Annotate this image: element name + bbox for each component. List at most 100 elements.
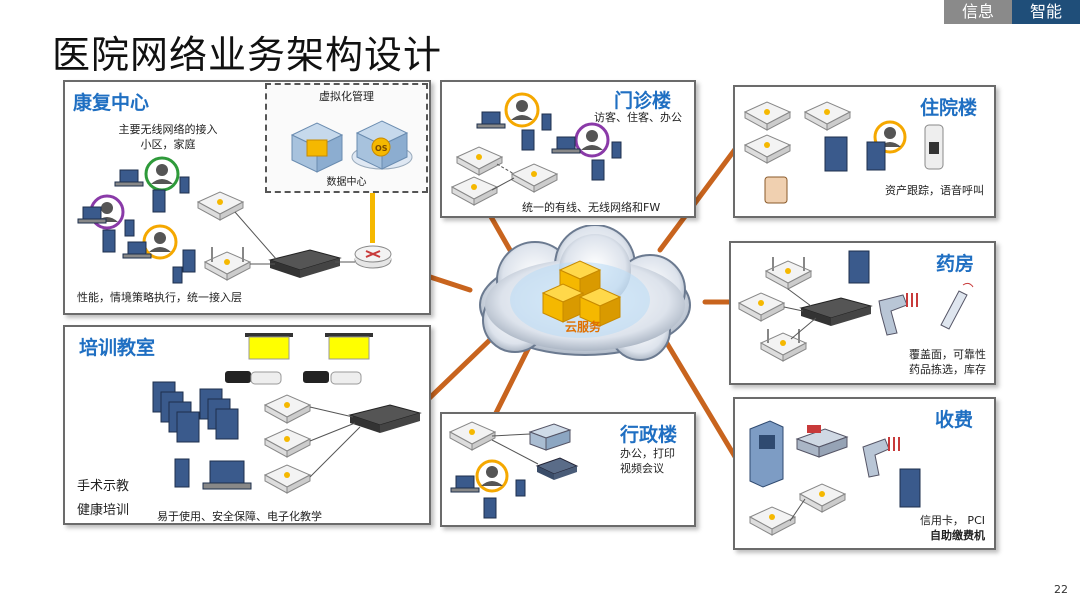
admin-desc-line2: 视频会议 bbox=[620, 462, 664, 475]
billing-desc: 信用卡， PCI 自助缴费机 bbox=[865, 513, 985, 543]
panel-outpatient: 门诊楼 访客、住客、办公 统一的有线、无线网络和FW bbox=[440, 80, 696, 218]
panel-rehab-center: 康复中心 主要无线网络的接入 小区，家庭 性能，情境策略执行，统一接入层 bbox=[63, 80, 431, 315]
link-admin bbox=[487, 342, 533, 428]
rehab-desc-line2: 小区，家庭 bbox=[140, 138, 196, 151]
tablet-icon bbox=[152, 189, 166, 213]
projector-screen-icon bbox=[325, 333, 373, 360]
virtualization-box: 虚拟化管理 数据中心 OS bbox=[265, 83, 428, 193]
cloud-label: 云服务 bbox=[565, 320, 602, 334]
access-point-icon bbox=[196, 191, 245, 221]
datacenter-link bbox=[370, 193, 375, 243]
panel-billing: 收费 信用卡， PCI 自助缴费机 bbox=[733, 397, 996, 550]
laptop-icon bbox=[556, 136, 576, 150]
training-devices bbox=[152, 333, 422, 494]
admin-desc: 办公，打印 视频会议 bbox=[620, 446, 675, 476]
barcode-scanner-icon bbox=[878, 293, 918, 336]
outpatient-desc: 访客、住客、办公 bbox=[594, 111, 682, 124]
phone-icon bbox=[611, 141, 622, 159]
tablet-icon bbox=[899, 468, 921, 508]
outpatient-bottom-text: 统一的有线、无线网络和FW bbox=[522, 201, 661, 214]
rehab-devices bbox=[77, 156, 392, 284]
laptop-icon bbox=[127, 241, 147, 255]
pharmacy-desc-line2: 药品拣选，库存 bbox=[909, 363, 986, 376]
media-box-icon bbox=[303, 371, 329, 383]
pharmacy-devices bbox=[737, 250, 974, 362]
access-point-icon bbox=[743, 134, 792, 164]
tablet-icon bbox=[591, 159, 605, 181]
data-center-label: 数据中心 bbox=[326, 177, 367, 188]
tablet-icon bbox=[521, 129, 535, 151]
link-inpatient bbox=[657, 137, 745, 253]
tag-smart[interactable]: 智能 bbox=[1011, 0, 1080, 24]
rehab-desc: 主要无线网络的接入 小区，家庭 bbox=[93, 122, 243, 152]
virtual-title: 虚拟化管理 bbox=[319, 90, 374, 103]
phone-icon bbox=[541, 113, 552, 131]
virtual-server-icon bbox=[290, 122, 344, 173]
phone-icon bbox=[124, 219, 135, 237]
projector-icon bbox=[330, 371, 362, 385]
phone-icon bbox=[179, 176, 190, 194]
panel-rehab-title: 康复中心 bbox=[73, 92, 150, 114]
pharmacy-desc-line1: 覆盖面，可靠性 bbox=[909, 348, 986, 361]
billing-desc-line1: 信用卡， PCI bbox=[919, 514, 985, 527]
os-cloud-icon bbox=[351, 120, 413, 170]
panel-inpatient-title: 住院楼 bbox=[920, 97, 978, 119]
media-box-icon bbox=[225, 371, 251, 383]
panel-training: 培训教室 手术示教 健康培训 易于使用、安全保障、电子化教学 bbox=[63, 325, 431, 525]
network-switch-icon bbox=[268, 249, 342, 278]
tablet-icon bbox=[215, 408, 239, 440]
inpatient-desc: 资产跟踪，语音呼叫 bbox=[885, 184, 984, 197]
panel-inpatient: 住院楼 资产跟踪，语音呼叫 bbox=[733, 85, 996, 218]
inpatient-devices bbox=[743, 101, 944, 204]
pos-terminal-icon bbox=[795, 425, 849, 458]
cloud-services bbox=[479, 225, 691, 361]
phone-icon bbox=[515, 479, 526, 497]
access-point-icon bbox=[450, 176, 499, 206]
access-point-icon bbox=[263, 464, 312, 494]
tag-info[interactable]: 信息 bbox=[943, 0, 1012, 24]
access-point-icon bbox=[263, 428, 312, 458]
user-avatar-icon bbox=[142, 224, 178, 260]
panel-admin-title: 行政楼 bbox=[620, 424, 678, 446]
pharmacy-desc: 覆盖面，可靠性 药品拣选，库存 bbox=[861, 347, 986, 377]
outpatient-devices bbox=[450, 92, 622, 206]
phone-icon bbox=[172, 266, 183, 284]
laptop-icon bbox=[82, 206, 102, 220]
training-desc-line2: 健康培训 bbox=[77, 503, 130, 518]
tablet-icon bbox=[483, 497, 497, 519]
page-number: 22 bbox=[1054, 583, 1068, 596]
panel-training-title: 培训教室 bbox=[79, 337, 156, 359]
training-desc-line1: 手术示教 bbox=[77, 479, 130, 494]
self-service-kiosk-icon bbox=[749, 420, 784, 488]
tablet-icon bbox=[102, 229, 116, 253]
panel-pharmacy-title: 药房 bbox=[936, 253, 975, 275]
barcode-scanner-icon bbox=[862, 437, 900, 478]
asset-tag-icon bbox=[764, 176, 788, 204]
access-point-icon bbox=[263, 394, 312, 424]
panel-outpatient-title: 门诊楼 bbox=[614, 90, 672, 112]
laptop-icon bbox=[209, 460, 245, 484]
admin-desc-line1: 办公，打印 bbox=[620, 447, 675, 460]
access-point-icon bbox=[510, 163, 559, 193]
ip-phone-icon bbox=[535, 457, 579, 480]
rehab-desc-line1: 主要无线网络的接入 bbox=[118, 123, 218, 136]
billing-devices bbox=[748, 420, 921, 536]
datacenter-icons bbox=[290, 120, 413, 173]
access-point-icon bbox=[759, 329, 808, 362]
doctor-avatar-icon bbox=[504, 92, 540, 128]
page-title: 医院网络业务架构设计 bbox=[52, 33, 443, 77]
access-point-icon bbox=[203, 247, 252, 281]
access-point-icon bbox=[798, 483, 847, 513]
printer-icon bbox=[528, 423, 572, 451]
laptop-icon bbox=[119, 169, 139, 183]
doctor-avatar-icon bbox=[574, 122, 610, 158]
header-tags: 信息 智能 bbox=[943, 0, 1080, 24]
access-point-icon bbox=[764, 257, 813, 290]
router-icon bbox=[354, 245, 392, 269]
cloud-server-cubes-icon bbox=[541, 260, 622, 327]
panel-admin: 行政楼 办公，打印 视频会议 bbox=[440, 412, 696, 527]
panel-pharmacy: 药房 覆盖面，可靠性 药品拣选，库存 bbox=[729, 241, 996, 385]
network-switch-icon bbox=[799, 297, 873, 326]
access-point-icon bbox=[737, 292, 786, 322]
os-label: OS bbox=[375, 144, 388, 153]
